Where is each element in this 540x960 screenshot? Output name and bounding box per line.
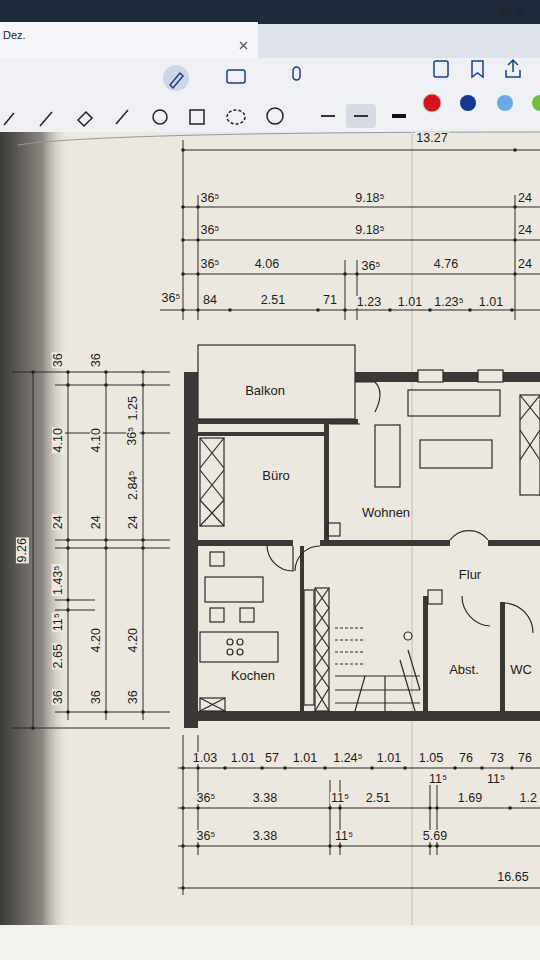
dimension-text: 24 [517,224,533,237]
page-shadow [0,132,70,960]
dimension-text: 2.51 [260,294,286,307]
dimension-text: 73 [489,752,505,765]
walls [184,372,540,728]
dimension-ticks [31,148,517,890]
dimension-text: 11⁵ [428,773,448,786]
room-area: WC [506,655,536,683]
dimension-text: 36 [90,689,103,705]
dimension-text: 36⁵ [127,425,140,446]
tab [0,22,258,58]
dimension-text: 1.23 [356,296,382,309]
room-name: Büro [262,468,289,483]
dimension-text: 1.01 [292,752,318,765]
dimension-text: 36⁵ [199,258,220,271]
dimension-text: 24 [517,258,533,271]
dimension-text: 36⁵ [360,260,381,273]
room-name: Abst. [449,662,479,677]
dimension-text: 24 [127,514,140,530]
dimension-text: 1.03 [192,752,218,765]
dimension-text: 3.38 [252,792,278,805]
dimension-text: 1.24⁵ [332,752,364,765]
dimension-text: 16.65 [496,871,529,884]
room-name: WC [510,662,532,677]
dimension-text: 4.06 [254,258,280,271]
dimension-text: 3.38 [252,830,278,843]
dimension-text: 36 [127,689,140,705]
dimension-text: 36⁵ [195,792,216,805]
dimension-text: 1.01 [376,752,402,765]
bookmark-icon [472,61,483,77]
dimension-text: 13.27 [415,132,448,145]
dimension-text: 76 [517,752,533,765]
dimension-text: 11⁵ [486,773,506,786]
pen-tool [163,65,189,91]
dimension-text: 4.10 [52,427,65,453]
dimension-text: 9.26 [16,537,29,563]
dimension-text: 71 [322,294,338,307]
room-name: Kochen [231,668,275,683]
dimension-text: 24 [90,514,103,530]
color-swatch [497,95,513,111]
share-icon [506,60,520,77]
room-area: Abst. [430,655,498,683]
dimension-text: 36 [90,352,103,368]
room-name: Wohnen [362,505,410,520]
dimension-text: 2.84⁵ [127,469,140,501]
dimension-text: 11⁵ [330,792,350,805]
dimension-text: 76 [458,752,474,765]
dimension-text: 24 [517,192,533,205]
plan-details [198,345,540,711]
room-area: Büro [236,455,316,495]
dimension-text: 4.76 [433,258,459,271]
dimension-text: 9.18⁵ [354,224,386,237]
dimension-text: 5.69 [422,830,448,843]
app-text: 63 % [498,7,525,18]
dimension-text: 36 [52,689,65,705]
dimension-text: 24 [52,514,65,530]
dimension-text: 1.01 [397,296,423,309]
mic-icon [293,67,300,80]
dimension-text: 11⁵ [52,612,65,632]
room-area: Flur [440,556,500,592]
dimension-text: 9.18⁵ [354,192,386,205]
dimension-text: 1.43⁵ [52,564,65,596]
app-text: Dez. [2,30,27,41]
dimension-text: 4.20 [90,627,103,653]
dimension-text: 1.69 [457,792,483,805]
tool-icons [4,108,283,126]
dimension-text: 4.20 [127,627,140,653]
color-swatch [532,95,540,111]
add-page-icon [434,61,448,77]
room-area: Kochen [208,660,298,690]
dimension-text: 36⁵ [199,192,220,205]
dimension-text: 1.2 [519,792,538,805]
dimension-text: 4.10 [90,427,103,453]
dimension-text: 1.05 [418,752,444,765]
dimension-text: 36⁵ [199,224,220,237]
status-bar [0,0,540,24]
dimension-lines [12,140,540,895]
color-swatch [423,94,441,112]
room-area: Wohnen [336,495,436,529]
dimension-text: 57 [264,752,280,765]
keyboard-icon [227,70,245,83]
room-name: Balkon [245,383,285,398]
dimension-text: 84 [202,294,218,307]
dimension-text: 1.23⁵ [433,296,465,309]
dimension-text: 1.01 [230,752,256,765]
dimension-text: 36 [52,352,65,368]
dimension-text: 11⁵ [334,830,354,843]
dimension-text: 2.51 [365,792,391,805]
close-icon [240,42,247,49]
room-area: Balkon [210,372,320,408]
toolbar [0,58,540,132]
dimension-text: 1.01 [478,296,504,309]
dimension-text: 2.65 [52,643,65,669]
color-swatch [460,95,476,111]
dimension-text: 1.25 [127,395,140,421]
room-name: Flur [459,567,481,582]
dimension-text: 36⁵ [195,830,216,843]
dimension-text: 36⁵ [160,292,181,305]
